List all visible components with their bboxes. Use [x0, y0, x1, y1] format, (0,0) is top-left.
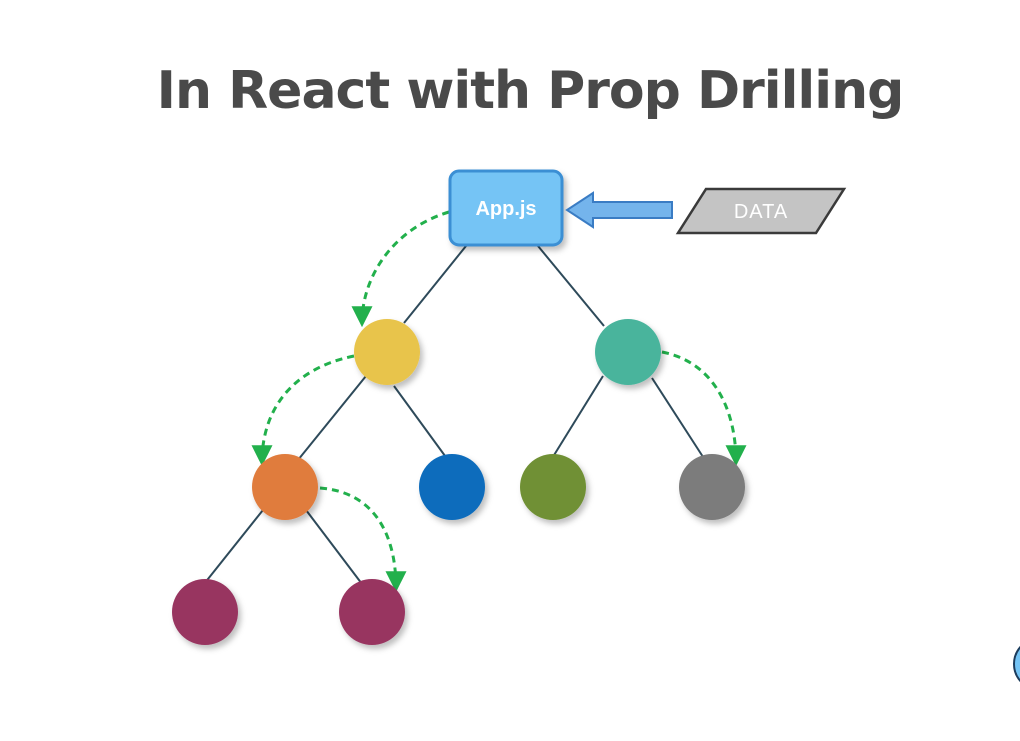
node-level1-left — [354, 319, 420, 385]
node-level3-left — [172, 579, 238, 645]
slide-title: In React with Prop Drilling — [157, 61, 904, 121]
node-level2-gray — [679, 454, 745, 520]
data-arrow — [565, 191, 673, 229]
edge-level1-left-to-orange — [297, 375, 367, 461]
edge-app-to-level1-right — [537, 245, 605, 327]
edge-app-to-level1-left — [403, 245, 467, 324]
prop-arrow-app-to-level1-left — [351, 210, 450, 328]
tree-edges — [203, 245, 706, 585]
edge-level1-left-to-blue — [393, 385, 449, 461]
node-level2-blue — [419, 454, 485, 520]
data-label: DATA — [734, 201, 788, 223]
data-source: DATA — [675, 187, 847, 235]
edge-decoration-circle — [1013, 645, 1020, 683]
app-js-box — [448, 169, 564, 247]
node-level3-right — [339, 579, 405, 645]
edge-orange-to-level3-right — [305, 509, 363, 585]
data-parallelogram — [675, 187, 847, 235]
prop-arrow-orange-to-level3-right — [319, 486, 407, 593]
edge-level1-right-to-green — [550, 375, 604, 461]
prop-arrow-level1-left-to-orange — [251, 354, 355, 467]
node-level2-green — [520, 454, 586, 520]
prop-drilling-arrows — [251, 210, 747, 593]
app-js-node: App.js — [448, 169, 564, 247]
node-level1-right — [595, 319, 661, 385]
app-js-label: App.js — [475, 198, 536, 220]
tree-nodes — [172, 319, 745, 645]
edge-orange-to-level3-left — [203, 509, 264, 585]
prop-arrow-level1-right-to-gray — [661, 350, 747, 467]
edge-level1-right-to-gray — [651, 377, 706, 461]
node-level2-orange — [252, 454, 318, 520]
